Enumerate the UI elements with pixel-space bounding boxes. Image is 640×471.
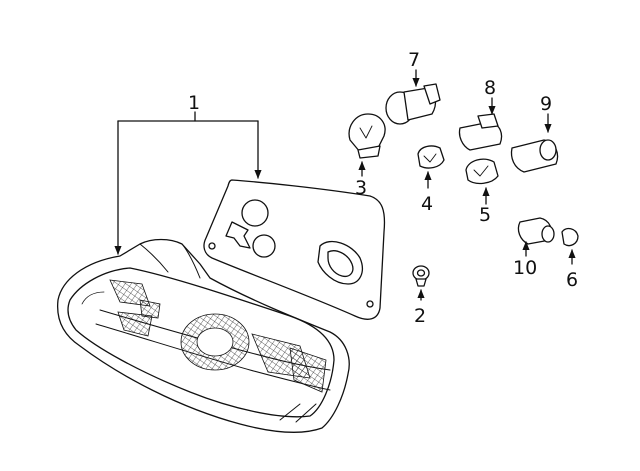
lamp-housing-back-plate	[203, 179, 386, 320]
part-4-bulb	[417, 145, 445, 189]
callout-3: 3	[355, 177, 367, 199]
tail-lamp-lens-assembly	[56, 238, 350, 434]
callout-9: 9	[540, 93, 552, 115]
callout-8: 8	[484, 77, 496, 99]
callout-7: 7	[408, 49, 420, 71]
callout-10: 10	[513, 257, 537, 279]
part-6-bulb	[561, 227, 579, 265]
part-7-socket	[385, 69, 441, 125]
callout-6: 6	[566, 269, 578, 291]
part-2-screw	[412, 265, 430, 301]
part-10-socket	[517, 217, 555, 257]
part-9-socket	[510, 113, 559, 173]
callout-5: 5	[479, 204, 491, 226]
callout-1: 1	[188, 92, 200, 114]
callout-1-leader	[114, 111, 262, 255]
callout-2: 2	[414, 305, 426, 327]
callout-4: 4	[421, 193, 433, 215]
part-8-socket	[458, 97, 503, 151]
part-3-bulb	[348, 113, 386, 177]
part-5-bulb	[465, 158, 499, 205]
